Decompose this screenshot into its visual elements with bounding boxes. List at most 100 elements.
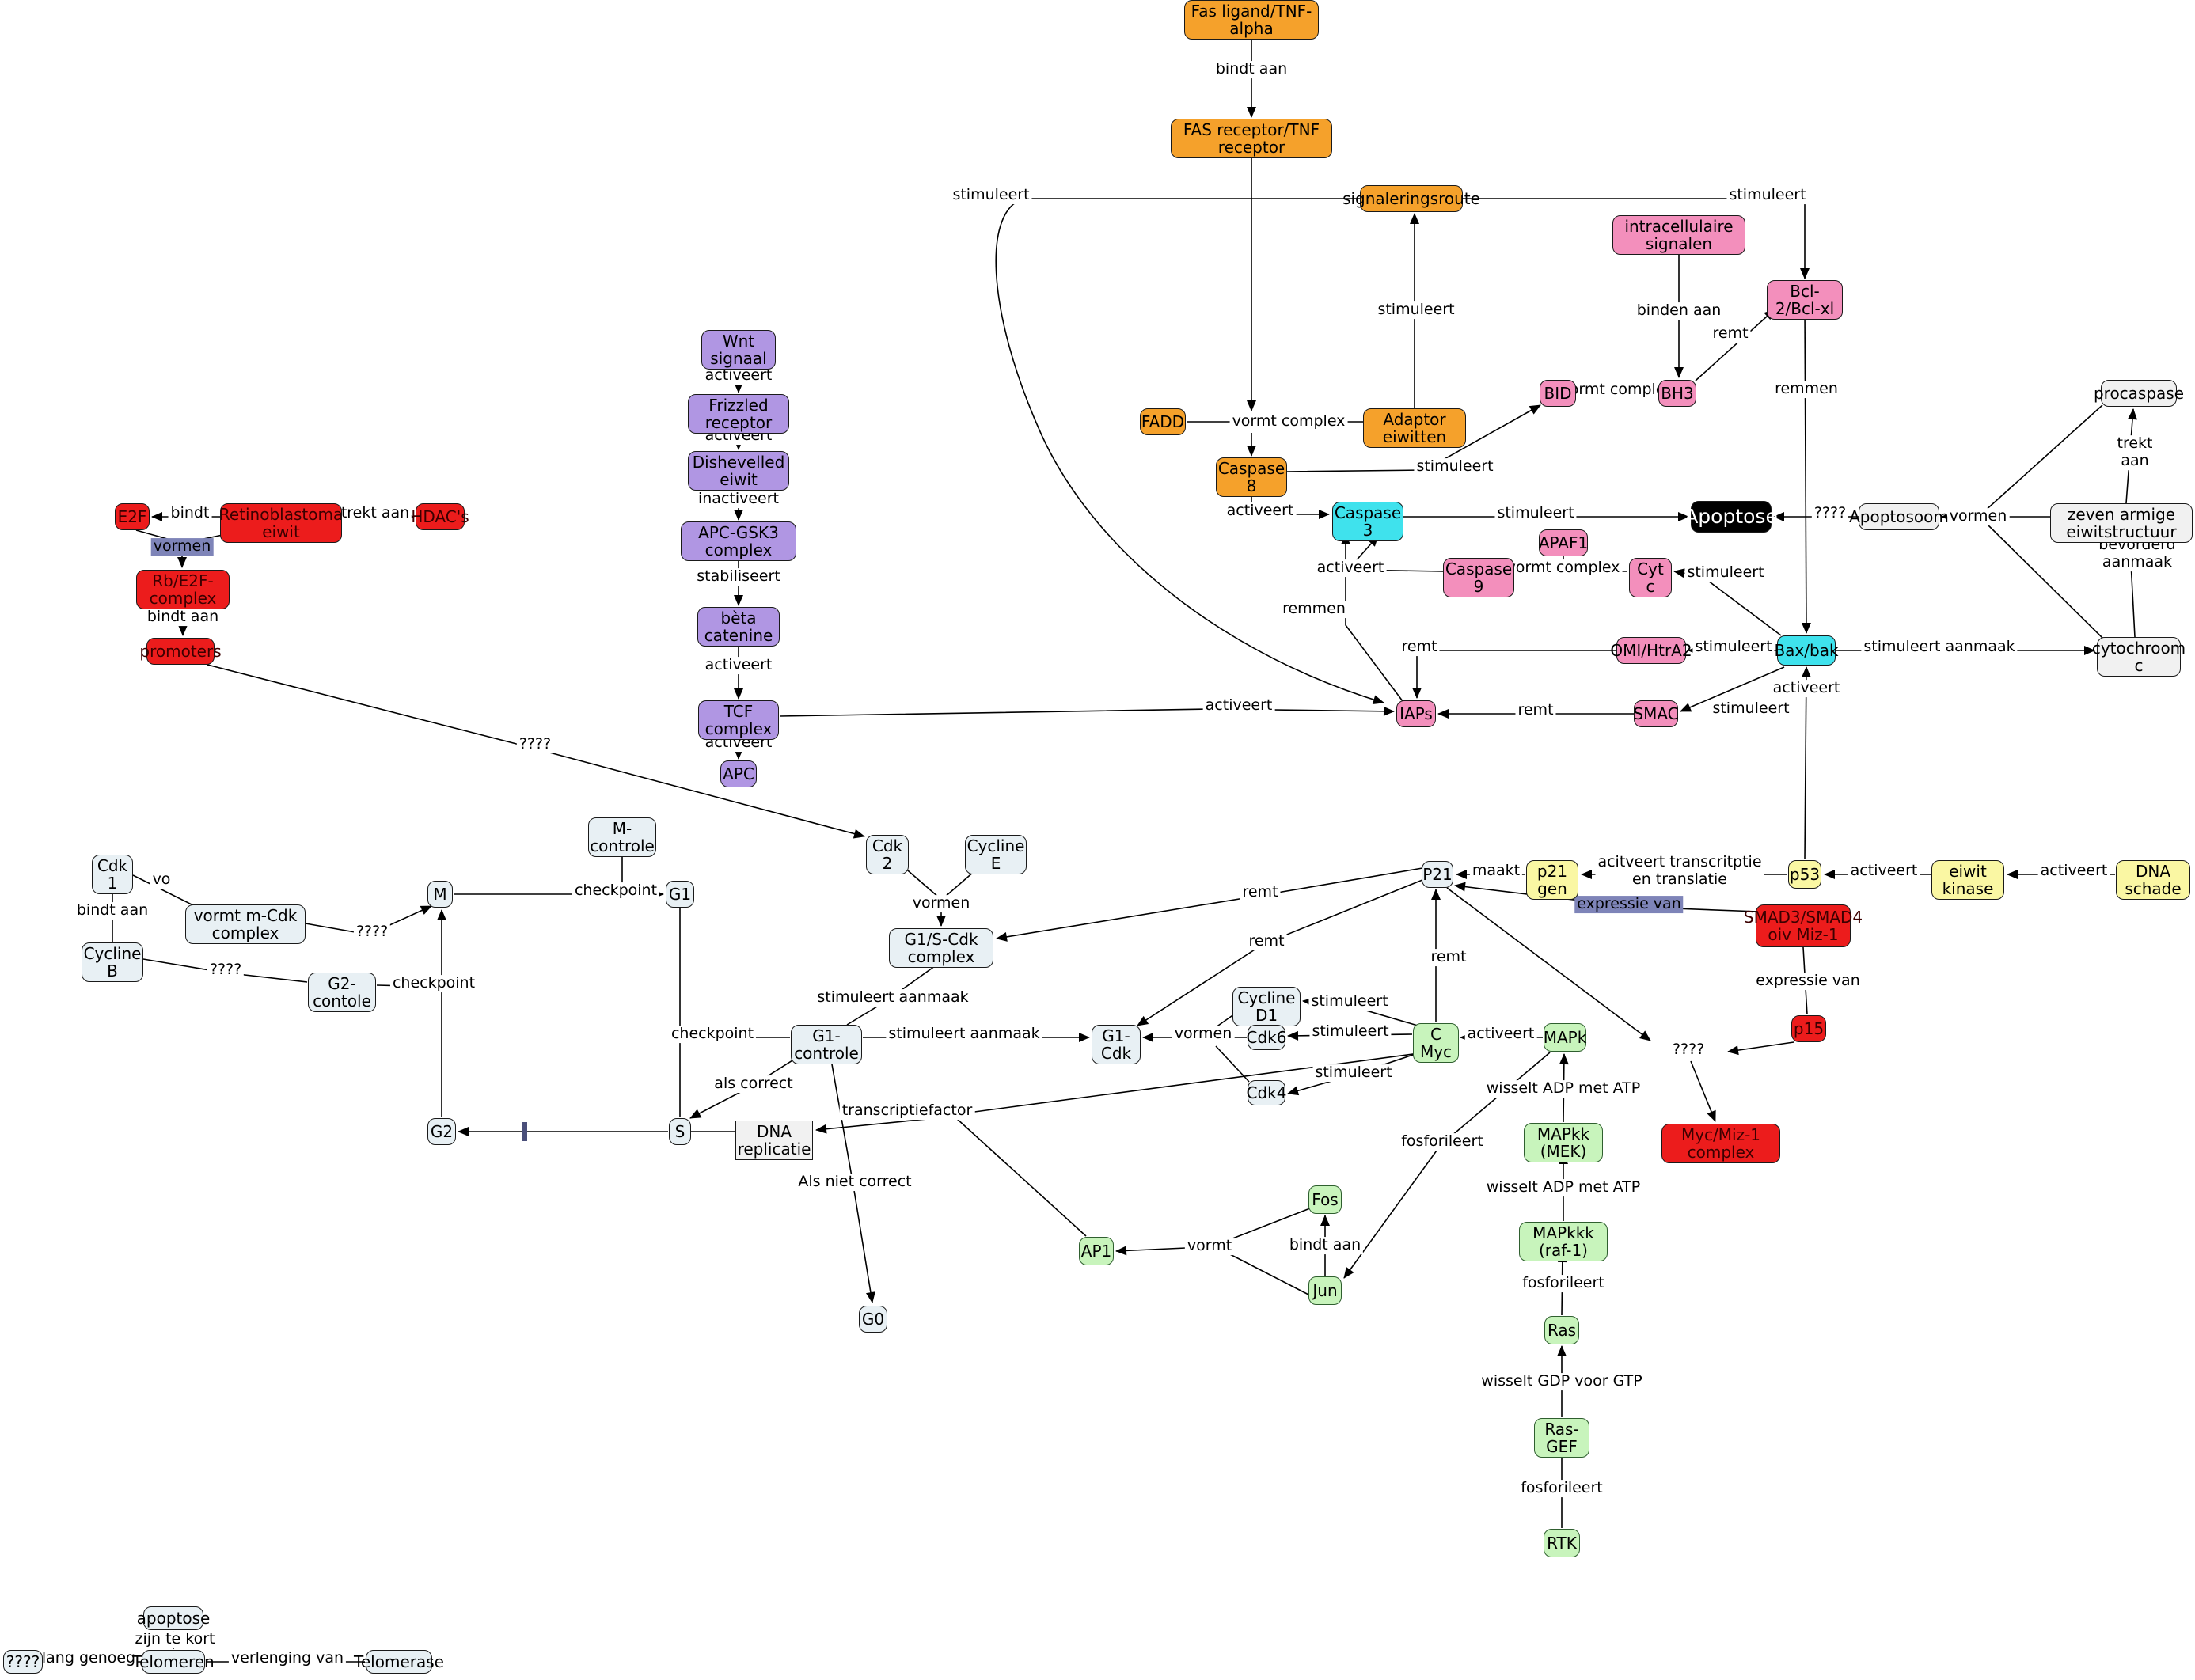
node-p21-gen[interactable]: p21 gen [1526,860,1578,900]
linking-phrase-smac-to-iaps[interactable]: remt [1515,701,1556,719]
linking-phrase-rtk-to-ras-gef[interactable]: fosforileert [1518,1479,1605,1497]
node-m-fase[interactable]: M [427,881,453,908]
linking-phrase-wnt-signaal-to-frizzled-receptor[interactable]: activeert [702,366,775,385]
linking-phrase-vormen-junction-4-to-g1-cdk[interactable]: vormen [1172,1025,1235,1043]
node-beta-catenine[interactable]: bèta catenine [697,607,780,647]
linking-phrase-c-myc-to-cycline-d1[interactable]: stimuleert [1308,992,1391,1011]
linking-phrase-transcriptiefactor-junction-to-dna-replicatie[interactable]: transcriptiefactor [839,1102,975,1120]
node-frizzled-receptor[interactable]: Frizzled receptor [688,394,789,434]
linking-phrase-caspase-9-to-cyt-c[interactable]: vormt complex [1504,559,1623,577]
node-fas-receptor[interactable]: FAS receptor/TNF receptor [1171,119,1332,158]
linking-phrase-apoptosoom-to-apoptose[interactable]: ???? [1811,504,1849,522]
node-apc-gsk3-complex[interactable]: APC-GSK3 complex [681,521,796,561]
linking-phrase-m-fase-to-g1-fase[interactable]: checkpoint [572,882,660,900]
linking-phrase-vormt-m-cdk-complex-to-m-fase[interactable]: ???? [353,923,391,941]
node-eiwit-kinase[interactable]: eiwit kinase [1931,860,2004,900]
linking-phrase-eiwit-kinase-to-p53[interactable]: activeert [1848,862,1920,880]
linking-phrase-retinoblastoma-eiwit-to-e2f[interactable]: bindt [168,504,212,522]
node-vraagtekens-box[interactable]: ???? [3,1650,43,1674]
node-cyt-c[interactable]: Cyt c [1629,558,1672,597]
node-mapkk-mek[interactable]: MAPkk (MEK) [1524,1123,1603,1162]
node-bh3[interactable]: BH3 [1658,380,1696,407]
linking-phrase-ras-gef-to-ras[interactable]: wisselt GDP voor GTP [1479,1372,1645,1390]
node-dishevelled-eiwit[interactable]: Dishevelled eiwit [688,451,789,491]
node-cdk-2[interactable]: Cdk 2 [866,835,909,874]
node-cdk6[interactable]: Cdk6 [1247,1025,1286,1050]
linking-phrase-bh3-to-bcl2-bclxl[interactable]: remt [1710,324,1751,343]
linking-phrase-omi-htra2-to-iaps[interactable]: remt [1399,638,1440,656]
linking-phrase-signaleringsroute-to-bcl2-bclxl[interactable]: stimuleert [1726,186,1809,204]
linking-phrase-mapkk-mek-to-mapk[interactable]: wisselt ADP met ATP [1483,1079,1643,1098]
node-omi-htra2[interactable]: OMI/HtrA2 [1610,637,1692,664]
node-s-fase[interactable]: S [669,1118,691,1145]
node-hdacs[interactable]: HDAC's [411,503,469,530]
linking-phrase-signaleringsroute-to-iaps[interactable]: stimuleert [950,186,1032,204]
linking-phrase-vraagtekens-box-to-telomeren[interactable]: lang genoeg [39,1649,139,1667]
linking-phrase-fadd-to-vormt-complex-junction[interactable]: vormt complex [1229,412,1348,430]
node-cytochroom-c[interactable]: cytochroom c [2091,637,2186,677]
linking-phrase-caspase-8-to-caspase-3[interactable]: activeert [1224,502,1297,520]
linking-phrase-cycline-b-to-g2-contole[interactable]: ???? [207,961,245,979]
node-apoptose-klein[interactable]: apoptose [137,1606,210,1630]
linking-phrase-rb-e2f-complex-to-promoters[interactable]: bindt aan [144,608,222,626]
node-g1-controle[interactable]: G1-controle [791,1025,862,1064]
linking-phrase-caspase-3-to-apoptose[interactable]: stimuleert [1494,504,1577,522]
linking-phrase-g2-contole-to-g2-m-lijn[interactable]: checkpoint [389,974,478,992]
node-p21[interactable]: P21 [1422,861,1453,888]
node-rtk[interactable]: RTK [1544,1529,1580,1557]
node-ras[interactable]: Ras [1544,1316,1579,1344]
node-g0-fase[interactable]: G0 [859,1306,887,1333]
linking-phrase-beta-catenine-to-tcf-complex[interactable]: activeert [702,656,775,674]
linking-phrase-smad3-smad4-to-p21[interactable]: expressie van [1574,895,1684,913]
node-cycline-d1[interactable]: Cycline D1 [1232,987,1301,1026]
linking-phrase-g1-controle-to-g0-fase[interactable]: Als niet correct [796,1173,914,1191]
node-smac[interactable]: SMAC [1633,700,1679,727]
node-apaf1[interactable]: APAF1 [1539,529,1588,556]
linking-phrase-mapkkk-raf1-to-mapkk-mek[interactable]: wisselt ADP met ATP [1483,1178,1643,1196]
node-cycline-e[interactable]: Cycline E [965,835,1027,874]
node-iaps[interactable]: IAPs [1396,700,1436,727]
node-bax-bak[interactable]: Bax/bak [1774,635,1839,666]
linking-phrase-vormt-junction-to-ap1[interactable]: vormt [1184,1237,1235,1255]
linking-phrase-g1-controle-to-g1-cdk[interactable]: stimuleert aanmaak [886,1025,1042,1043]
linking-phrase-p53-to-bax-bak[interactable]: activeert [1770,679,1843,697]
linking-phrase-retinoblastoma-eiwit-to-hdacs[interactable]: trekt aan [338,504,412,522]
linking-phrase-bax-bak-to-omi-htra2[interactable]: stimuleert [1692,638,1775,656]
node-signaleringsroute[interactable]: signaleringsroute [1342,185,1480,212]
node-apoptosoom[interactable]: Apoptosoom [1849,503,1949,530]
linking-phrase-caspase-9-to-caspase-3[interactable]: activeert [1314,559,1387,577]
linking-phrase-cdk-1-to-vormt-m-cdk-complex[interactable]: vo [150,870,173,889]
node-p53[interactable]: p53 [1788,860,1821,889]
linking-phrase-smad3-smad4-to-p15[interactable]: expressie van [1753,972,1863,990]
node-telomeren[interactable]: Telomeren [132,1650,215,1674]
linking-phrase-fas-ligand-to-fas-receptor[interactable]: bindt aan [1213,60,1290,78]
linking-phrase-tcf-complex-to-iaps[interactable]: activeert [1202,696,1275,715]
node-mapk[interactable]: MAPk [1544,1023,1586,1052]
node-myc-miz1-complex[interactable]: Myc/Miz-1 complex [1661,1124,1780,1163]
node-p15[interactable]: p15 [1791,1015,1826,1042]
linking-phrase-c-myc-to-cdk4[interactable]: stimuleert [1312,1064,1395,1082]
node-fos[interactable]: Fos [1308,1185,1342,1214]
linking-phrase-c-myc-to-p21[interactable]: remt [1428,948,1469,966]
linking-phrase-bax-bak-to-cytochroom-c[interactable]: stimuleert aanmaak [1861,638,2018,656]
linking-phrase-telomeren-to-telomerase[interactable]: verlenging van [228,1649,347,1667]
node-fas-ligand[interactable]: Fas ligand/TNF-alpha [1184,0,1319,40]
linking-phrase-dishevelled-eiwit-to-apc-gsk3-complex[interactable]: inactiveert [695,490,782,508]
node-cdk4[interactable]: Cdk4 [1247,1080,1286,1105]
node-cycline-b[interactable]: Cycline B [82,942,143,982]
linking-phrase-bax-bak-to-cyt-c[interactable]: stimuleert [1684,563,1767,582]
linking-phrase-mapk-to-jun[interactable]: fosforileert [1399,1132,1486,1151]
vormen-highlight-label[interactable]: vormen [150,537,214,556]
linking-phrase-jun-to-fos[interactable]: bindt aan [1286,1236,1364,1254]
vraagtekens-label[interactable]: ???? [1669,1041,1707,1059]
node-adaptor-eiwitten[interactable]: Adaptor eiwitten [1363,408,1466,448]
node-g2-contole[interactable]: G2-contole [308,973,376,1012]
node-caspase-3[interactable]: Caspase 3 [1332,502,1403,541]
node-m-controle[interactable]: M-controle [588,817,656,857]
node-bcl2-bclxl[interactable]: Bcl-2/Bcl-xl [1767,280,1843,320]
linking-phrase-p21-to-g1s-cdk-complex[interactable]: remt [1240,883,1281,901]
node-ap1[interactable]: AP1 [1079,1237,1114,1265]
linking-phrase-caspase-8-to-bid[interactable]: stimuleert [1414,457,1496,476]
linking-phrase-p21-to-g1-cdk[interactable]: remt [1246,932,1287,950]
linking-phrase-adaptor-eiwitten-to-signaleringsroute[interactable]: stimuleert [1375,301,1457,319]
